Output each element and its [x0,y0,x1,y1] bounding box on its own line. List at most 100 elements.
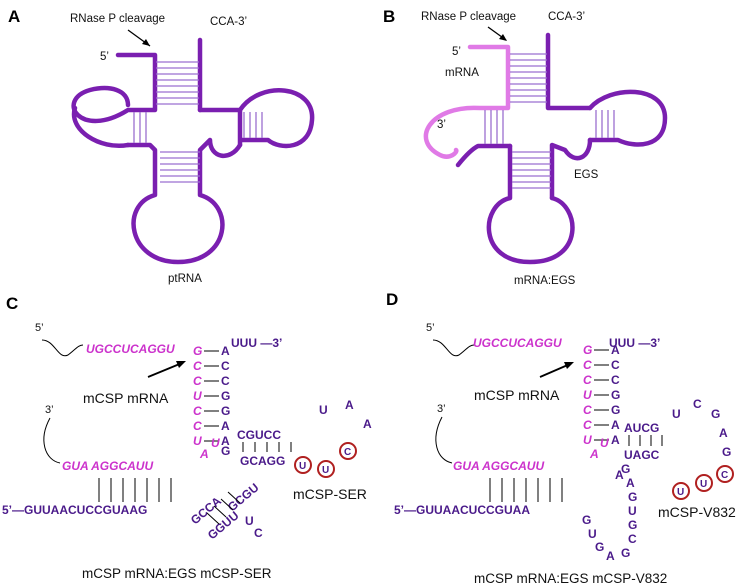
pair-lines-d-d [628,435,663,446]
lower-arm-d: G U G A G C G U G A G [582,462,637,563]
lower-arm-seq3-c: GCGU [225,480,262,514]
five-prime-bottom-d: 5’— [394,503,416,517]
circle-u2-text-d: U [700,479,707,490]
egs-stem-base: A [611,418,620,432]
cca-label-b: CCA-3’ [548,11,585,23]
egs-stem-base: G [221,404,230,418]
rnase-p-label-b: RNase P cleavage [421,11,516,23]
ld-u2: U [628,504,637,518]
circle-u1-d [672,482,690,500]
mrna-stem-base: U [583,388,592,402]
mrna-3-tail-d [435,416,453,464]
egs-strand-b [455,32,668,265]
mrna-stem-base: C [193,374,202,388]
mrna-a-c: A [199,447,209,461]
d-g-d: A [615,468,624,482]
cleavage-arrow-d [539,363,571,378]
panel-d-letter: D [386,290,398,309]
uuu-3-d: UUU —3’ [609,336,660,350]
panel-b: B RNase P cleavage CCA-3’ 5’ mRNA 3’ EGS… [383,7,668,287]
d-bottom-d: UAGC [624,448,660,462]
mrna-top-seq-c: UGCCUCAGGU [86,342,175,356]
cleavage-arrowhead-a [142,39,150,46]
cleavage-arrowhead-b [499,34,507,41]
stem-rungs-b [484,53,615,189]
mrna-5-tail-d [432,339,475,357]
egs-stem-base: G [221,389,230,403]
caption-b: mRNA:EGS [514,275,576,287]
mrna-stem-base: C [583,403,592,417]
egs-label-b: EGS [574,169,599,181]
five-prime-bottom-c: 5’— [2,503,24,517]
ld-a1: A [606,549,615,563]
mrna-stem-base: C [193,404,202,418]
mrna-stem-base: G [583,343,592,357]
pair-lines-d-c [242,442,292,452]
five-prime-a: 5’ [100,51,109,63]
three-prime-mid-d: 3’ [437,403,446,415]
egs-stem-base: G [611,403,620,417]
mrna-stem-base: C [583,358,592,372]
mrna-stem-base: U [193,389,202,403]
circle-c-text-c: C [344,447,351,458]
uuu-3-c: UUU —3’ [231,336,282,350]
circle-u1-c [294,456,312,474]
egs-stem-base: C [221,359,230,373]
mcsp-ser-label: mCSP-SER [293,486,367,502]
pair-lines-left-d [489,478,563,502]
panel-b-letter: B [383,7,395,26]
cleavage-arrowhead-d [564,362,574,369]
d-top-d: AUCG [624,421,659,435]
mrna-stem-base: G [193,344,202,358]
cca-label-a: CCA-3’ [210,16,247,28]
three-prime-b: 3’ [437,119,446,131]
mcsp-v832-label: mCSP-V832 [658,504,736,520]
loop-circles-c: U U C [294,442,357,478]
circle-c-text-d: C [721,470,728,481]
panel-c-letter: C [6,294,18,313]
loop-top-3-d: G [711,407,720,421]
ld-c1: C [628,532,637,546]
ld-g5: G [628,490,637,504]
loop-top-2-d: C [693,397,702,411]
lower-arm-u-c: U [245,514,254,528]
egs-stem-base: C [611,373,620,387]
ld-g4: G [628,518,637,532]
panel-a-letter: A [8,7,20,26]
egs-stem-base: A [221,344,230,358]
panel-a: A RNase P cleavage CCA-3’ 5’ ptRNA [8,7,315,285]
ptrna-backbone [71,37,315,265]
mrna-label-b: mRNA [445,67,479,79]
mrna-left-seq-d: GUA AGGCAUU [453,459,544,473]
cleavage-arrow-c [147,362,183,378]
loop-top-1-c: U [319,403,328,417]
stem-rungs-a [133,61,263,183]
mrna-stem-base: U [193,434,202,448]
cleavage-arrowhead-c [176,361,186,368]
loop-top-1-d: U [672,407,681,421]
rnase-p-label-a: RNase P cleavage [70,13,165,25]
d-bottom-c: GCAGG [240,454,285,468]
loop-top-2-c: A [345,398,354,412]
circle-c-d [716,465,734,483]
egs-stem-base: C [611,358,620,372]
mrna-stem-base: U [583,433,592,447]
d-g-c: G [221,444,230,458]
egs-stem-base: C [221,374,230,388]
left-strand-c: GUUAACUCCGUAAG [24,503,147,517]
egs-stem-base: A [221,434,230,448]
ld-a2: A [626,476,635,490]
ld-g2: G [595,540,604,554]
circle-u2-c [317,460,335,478]
lower-arm-c: GCCA GGUU GCGU U C [188,480,263,542]
circle-u2-text-c: U [322,465,329,476]
loop-top-5-d: G [722,445,731,459]
circle-c-c [339,442,357,460]
mrna-stem-base: C [193,419,202,433]
circle-u1-text-d: U [677,487,684,498]
loop-top-3-c: A [363,417,372,431]
mrna-stem-base: C [583,418,592,432]
